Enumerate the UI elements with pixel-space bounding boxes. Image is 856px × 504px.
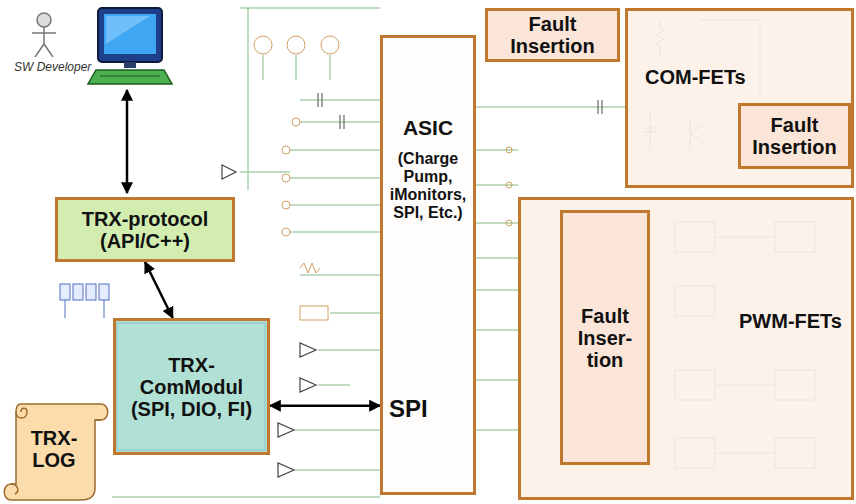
process-box: TRX-ComModul (SPI, DIO, FI) bbox=[113, 318, 270, 455]
fault-insertion-box: Fault Insertion bbox=[485, 8, 620, 62]
node-text: Fault Insertion bbox=[491, 13, 614, 57]
node-text: PWM-FETs bbox=[739, 310, 842, 332]
connector-arrow bbox=[270, 404, 380, 407]
node-text: TRX-protocol (API/C++) bbox=[62, 208, 228, 252]
scroll-outline bbox=[4, 404, 108, 500]
fault-insertion-box: Fault Inser- tion bbox=[560, 210, 650, 465]
node-text: Fault Inser- tion bbox=[567, 305, 643, 371]
computer-icon bbox=[88, 8, 172, 84]
asic-box: ASIC (Charge Pump, iMonitors, SPI, Etc.) S… bbox=[380, 35, 476, 495]
actor-label: SW Developer bbox=[14, 60, 91, 74]
com-fets-panel: COM-FETsFault Insertion bbox=[625, 8, 854, 188]
stick-figure bbox=[32, 13, 56, 57]
connector-arrow bbox=[145, 262, 173, 318]
scroll-curl bbox=[11, 408, 101, 494]
pwm-fets-panel: PWM-FETs Fault Inser- tion bbox=[518, 197, 854, 500]
node-text: TRX-LOG bbox=[17, 427, 91, 471]
process-box: TRX-protocol (API/C++) bbox=[55, 197, 235, 262]
fault-insertion-box: Fault Insertion bbox=[738, 103, 851, 169]
node-text: ASIC bbox=[383, 116, 473, 140]
node-text: COM-FETs bbox=[645, 66, 746, 88]
double-arrow bbox=[126, 90, 129, 193]
log-scroll: TRX-LOG bbox=[3, 398, 111, 502]
node-text: SPI bbox=[389, 396, 428, 423]
node-text: Fault Insertion bbox=[744, 114, 845, 158]
node-text: TRX-ComModul (SPI, DIO, FI) bbox=[124, 354, 259, 420]
mfs-blocks bbox=[60, 284, 109, 318]
node-text: (Charge Pump, iMonitors, SPI, Etc.) bbox=[383, 150, 473, 222]
